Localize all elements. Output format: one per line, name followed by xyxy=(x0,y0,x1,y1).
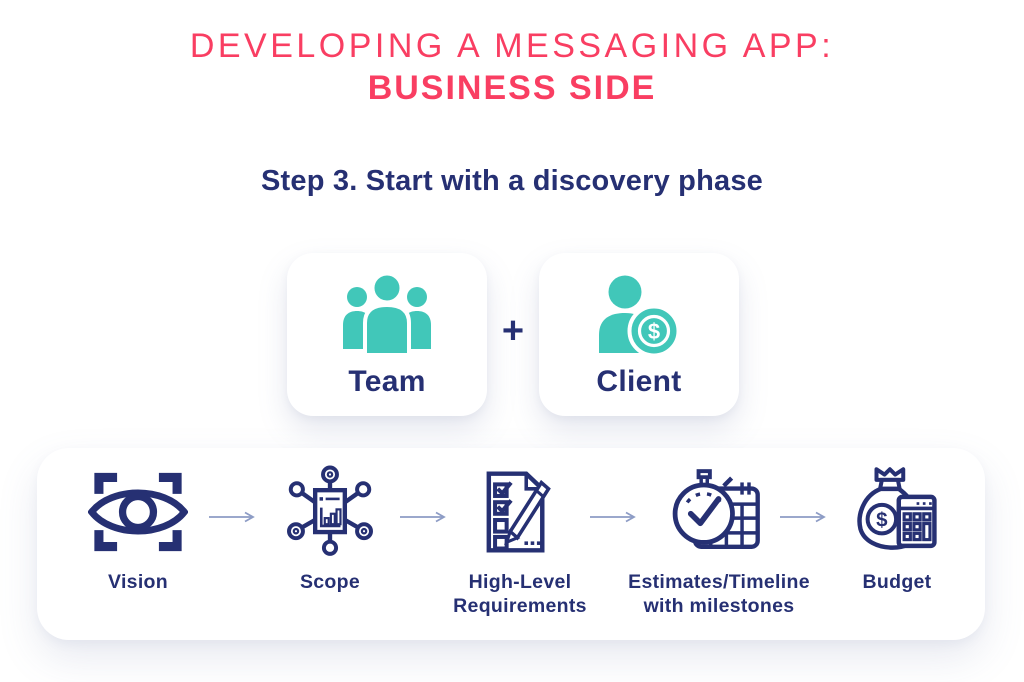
step-vision: Vision xyxy=(63,462,213,594)
plus-sign: + xyxy=(501,310,525,352)
arrow-right-icon xyxy=(399,510,451,524)
arrow-right-icon xyxy=(208,510,260,524)
moneybag-calculator-icon: $ xyxy=(848,462,946,562)
arrow-right-icon xyxy=(779,510,831,524)
team-group-icon xyxy=(335,271,439,363)
page-title-line1: DEVELOPING A MESSAGING APP: xyxy=(189,27,835,65)
arrow-right-icon xyxy=(589,510,641,524)
requirements-checklist-pencil-icon xyxy=(471,462,569,562)
step-subtitle: Step 3. Start with a discovery phase xyxy=(261,165,763,197)
step-scope: Scope xyxy=(255,462,405,594)
team-card: Team xyxy=(287,253,487,416)
discovery-steps-panel: Vision xyxy=(37,448,985,640)
vision-eye-icon xyxy=(88,462,188,562)
svg-text:$: $ xyxy=(876,508,888,531)
team-card-label: Team xyxy=(348,365,426,398)
step-high-level-requirements: High-Level Requirements xyxy=(425,462,615,618)
svg-text:$: $ xyxy=(648,319,660,344)
stopwatch-calendar-icon xyxy=(669,462,769,562)
step-budget: $ xyxy=(822,462,972,594)
step-budget-label: Budget xyxy=(862,571,932,593)
step-vision-label: Vision xyxy=(108,571,168,593)
step-high-level-requirements-label: High-Level Requirements xyxy=(453,571,587,617)
step-estimates-timeline: Estimates/Timeline with milestones xyxy=(609,462,829,618)
step-scope-label: Scope xyxy=(299,571,361,593)
page-title-line2: BUSINESS SIDE xyxy=(367,69,657,107)
client-card-label: Client xyxy=(596,365,682,398)
client-dollar-icon: $ xyxy=(587,271,691,363)
client-card: $ Client xyxy=(539,253,739,416)
scope-mindmap-icon xyxy=(282,462,378,562)
step-estimates-timeline-label: Estimates/Timeline with milestones xyxy=(628,571,810,617)
